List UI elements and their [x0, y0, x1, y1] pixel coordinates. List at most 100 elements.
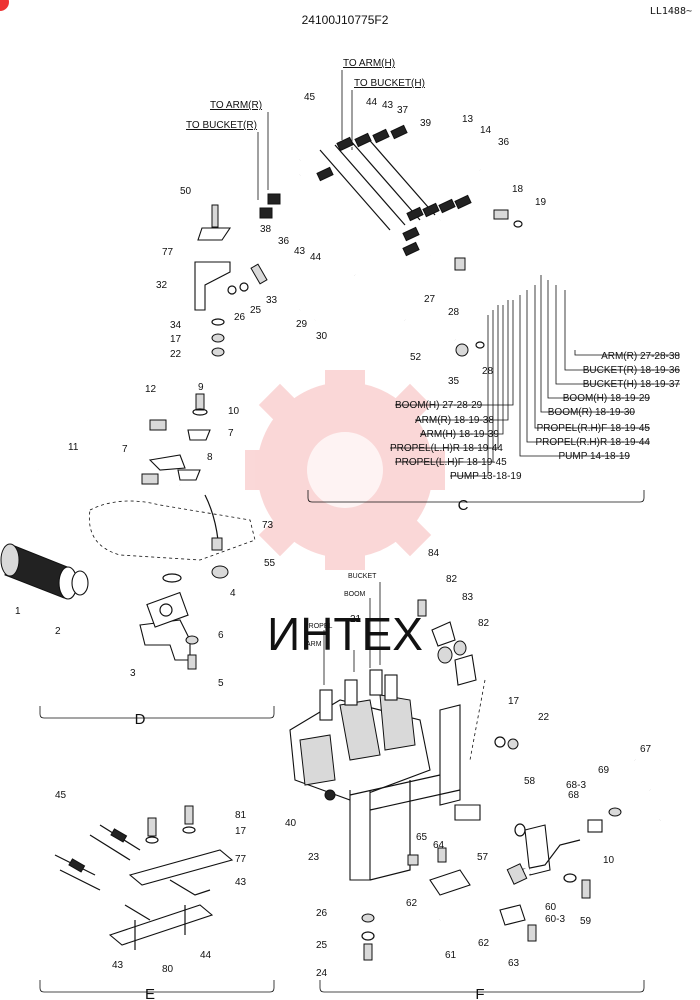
watermark-gear-hole — [307, 432, 383, 508]
c-callout: 26 — [234, 312, 246, 323]
c-callout: 36 — [278, 236, 290, 247]
f-callout: 60-3 — [545, 914, 565, 925]
section-d-letter: D — [135, 711, 146, 728]
c-callout: 43 — [382, 100, 394, 111]
c-callout: 34 — [170, 320, 182, 331]
f-callout: 63 — [508, 958, 520, 969]
c-legend-entry: BOOM(H) 18-19-29 — [563, 393, 651, 404]
corner-mark-icon — [0, 0, 9, 11]
c-callout: 22 — [170, 349, 182, 360]
f-callout: 60 — [545, 902, 557, 913]
f-callout: 10 — [603, 855, 615, 866]
c-callout: 25 — [250, 305, 262, 316]
c-callout: 14 — [480, 125, 492, 136]
c-to-label: TO BUCKET(H) — [354, 78, 425, 89]
f-callout: 64 — [433, 840, 445, 851]
c-callout: 43 — [294, 246, 306, 257]
d-callout: 6 — [218, 630, 224, 641]
c-callout: 32 — [156, 280, 168, 291]
e-bracket — [39, 980, 275, 993]
c-callout: 13 — [462, 114, 474, 125]
d-callout: 73 — [262, 520, 274, 531]
c-legend-entry: PUMP 14-18-19 — [558, 451, 630, 462]
e-callout: 43 — [235, 877, 247, 888]
section-c-letter: C — [458, 497, 469, 514]
c-legend-entry: BUCKET(R) 18-19-36 — [583, 365, 681, 376]
e-callout: 77 — [235, 854, 247, 865]
c-bracket — [307, 490, 645, 503]
c-callout: 33 — [266, 295, 278, 306]
c-callout: 39 — [420, 118, 432, 129]
d-callout: 11 — [68, 442, 79, 453]
watermark-text: ИНТЕХ — [267, 608, 423, 660]
c-callout: 30 — [316, 331, 328, 342]
c-legend-entry: BOOM(H) 27-28-29 — [395, 400, 483, 411]
f-callout: 58 — [524, 776, 536, 787]
f-callout: 68-3 — [566, 780, 586, 791]
section-f: BUCKET BOOM PROPEL ARM 84 82 83 82 21 17… — [285, 548, 675, 1000]
sheet-ref: LL1488~ — [650, 6, 692, 17]
d-callout: 10 — [228, 406, 240, 417]
c-legend-entry: ARM(R) 18-19-38 — [415, 415, 494, 426]
c-callout: 17 — [170, 334, 182, 345]
c-callout: 19 — [535, 197, 547, 208]
f-bracket — [319, 980, 645, 993]
c-legend-entry: ARM(H) 18-19-39 — [420, 429, 499, 440]
d-callout: 12 — [145, 384, 157, 395]
f-callout: 17 — [508, 696, 520, 707]
f-callout: 82 — [478, 618, 490, 629]
d-callout: 8 — [207, 452, 213, 463]
c-to-label: TO BUCKET(R) — [186, 120, 257, 131]
d-callout: 1 — [15, 606, 21, 617]
f-callout: 61 — [445, 950, 457, 961]
f-callout: 23 — [308, 852, 320, 863]
f-callout: 21 — [350, 614, 362, 625]
d-callout: 7 — [122, 444, 128, 455]
c-to-label: TO ARM(H) — [343, 58, 395, 69]
c-callout: 35 — [448, 376, 460, 387]
c-callout: 38 — [260, 224, 272, 235]
c-callout: 18 — [512, 184, 524, 195]
e-callout: 80 — [162, 964, 174, 975]
f-callout: 25 — [316, 940, 328, 951]
c-callout: 37 — [397, 105, 409, 116]
d-callout: 5 — [218, 678, 224, 689]
f-valve-label: ARM — [306, 641, 322, 648]
f-valve-label: BUCKET — [348, 573, 377, 580]
f-callout: 67 — [640, 744, 652, 755]
section-d: 12 9 10 7 11 7 8 73 55 4 1 2 3 6 5 D — [0, 382, 276, 728]
f-callout: 82 — [446, 574, 458, 585]
f-callout: 65 — [416, 832, 428, 843]
d-callout: 4 — [230, 588, 236, 599]
f-callout: 83 — [462, 592, 474, 603]
section-c: TO ARM(H) TO BUCKET(H) TO ARM(R) TO BUCK… — [156, 58, 680, 514]
c-callout: 44 — [310, 252, 322, 263]
f-callout: 26 — [316, 908, 328, 919]
c-callout: 36 — [498, 137, 510, 148]
f-callout: 22 — [538, 712, 550, 723]
c-callout: 52 — [410, 352, 422, 363]
f-callout: 59 — [580, 916, 592, 927]
c-legend-entry: PUMP 13-18-19 — [450, 471, 522, 482]
section-e: 45 81 17 77 43 43 80 44 E — [39, 790, 275, 1000]
f-callout: 84 — [428, 548, 440, 559]
watermark: ИНТЕХ — [245, 370, 445, 660]
f-callout: 68 — [568, 790, 580, 801]
d-callout: 2 — [55, 626, 61, 637]
c-callout: 28 — [448, 307, 460, 318]
e-callout: 17 — [235, 826, 247, 837]
c-legend: ARM(R) 27-28-38 BUCKET(R) 18-19-36 BUCKE… — [390, 275, 680, 482]
c-callout: 77 — [162, 247, 174, 258]
d-callout: 7 — [228, 428, 234, 439]
c-callout: 50 — [180, 186, 192, 197]
f-valve-label: PROPEL — [304, 623, 333, 630]
f-callout: 40 — [285, 818, 297, 829]
c-legend-entry: PROPEL(L.H)R 18-19-44 — [390, 443, 503, 454]
f-callout: 24 — [316, 968, 328, 979]
drawing-code: 24100J10775F2 — [302, 13, 389, 27]
c-hose-bundle — [259, 118, 523, 357]
d-callout: 55 — [264, 558, 276, 569]
c-to-label: TO ARM(R) — [210, 100, 262, 111]
d-bracket — [39, 706, 275, 719]
